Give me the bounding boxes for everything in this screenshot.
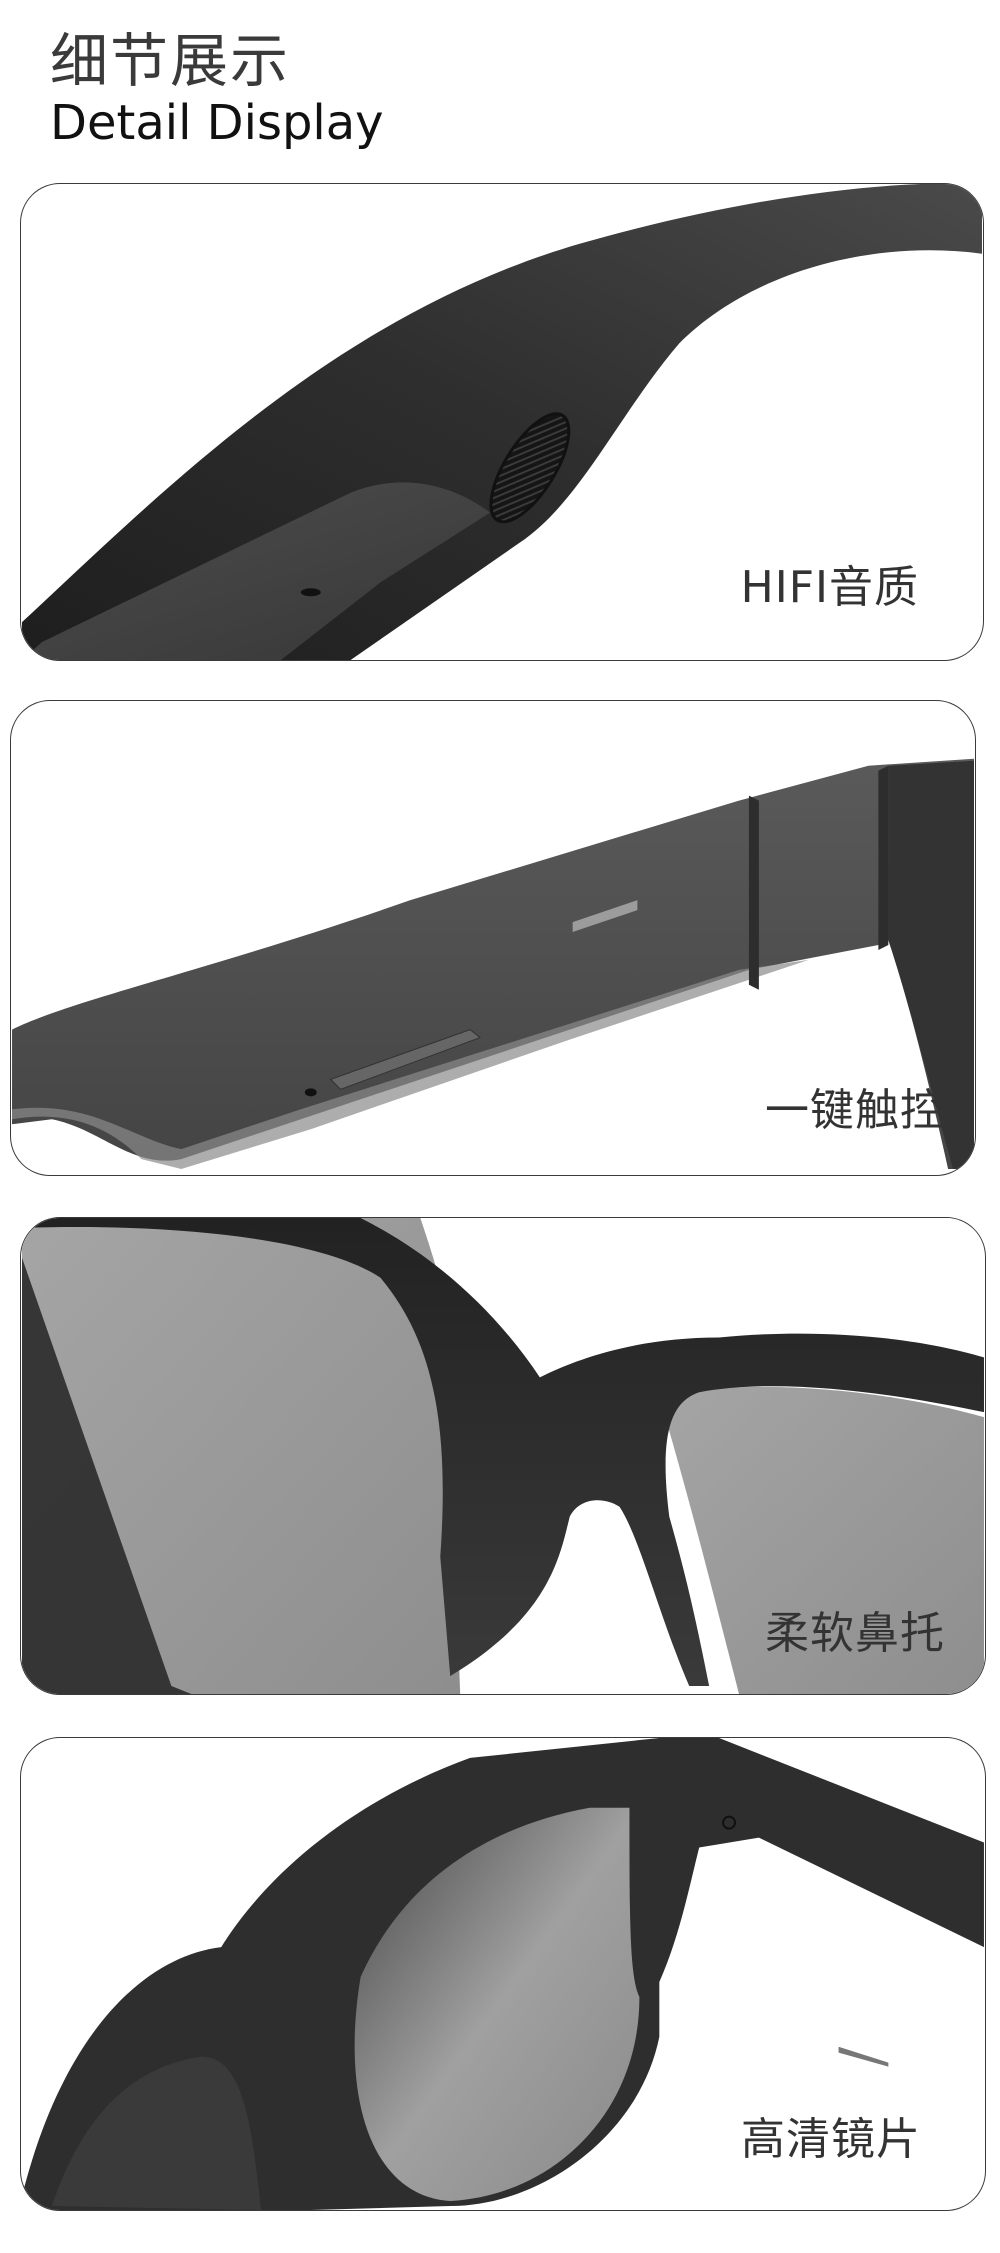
detail-panel-touch: 一键触控 [10, 700, 976, 1176]
feature-label-lens: 高清镜片 [741, 2114, 921, 2165]
glasses-temple-touch-image [12, 758, 974, 1170]
glasses-nosepad-image [22, 1218, 984, 1694]
feature-label-touch: 一键触控 [765, 1085, 945, 1136]
feature-label-hifi: HIFI音质 [740, 562, 919, 613]
glasses-temple-speaker-image [22, 184, 982, 660]
section-title-cn: 细节展示 [50, 27, 291, 95]
section-title-en: Detail Display [50, 95, 384, 151]
glasses-lens-image [22, 1738, 984, 2210]
detail-panel-nosepad: 柔软鼻托 [20, 1217, 986, 1695]
detail-panel-hifi: HIFI音质 [20, 183, 984, 661]
detail-panel-lens: 高清镜片 [20, 1737, 986, 2211]
feature-label-nosepad: 柔软鼻托 [765, 1608, 945, 1659]
